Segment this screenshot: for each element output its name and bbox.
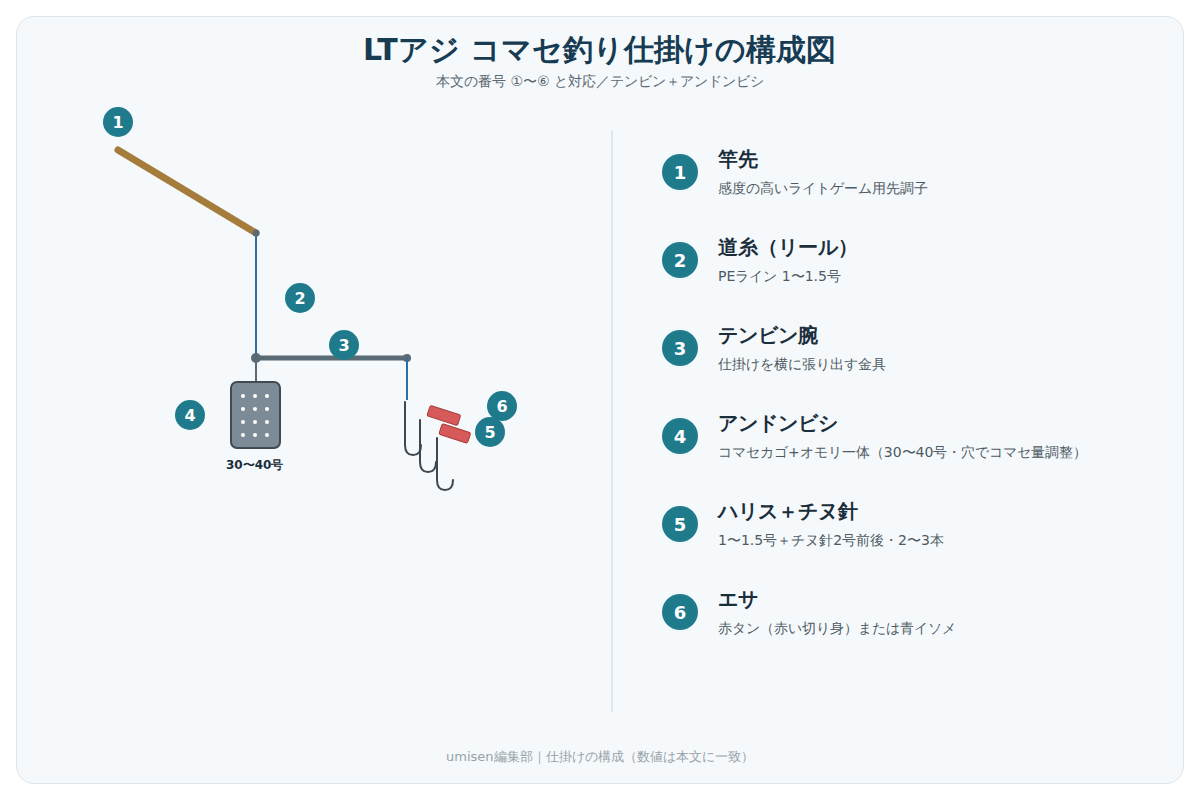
part-name: 竿先 (718, 146, 758, 173)
part-description: 仕掛けを横に張り出す金具 (718, 356, 886, 374)
callout-number: 5 (475, 417, 505, 447)
callout-number: 1 (103, 107, 133, 137)
part-description: 感度の高いライトゲーム用先調子 (718, 180, 928, 198)
bait (439, 424, 471, 444)
part-description: PEライン 1〜1.5号 (718, 268, 841, 286)
sinker-holes (241, 394, 269, 437)
callout-number: 3 (329, 330, 359, 360)
diagram-title: LTアジ コマセ釣り仕掛けの構成図 (363, 30, 836, 71)
diagram-subtitle: 本文の番号 ①〜⑥ と対応／テンビン＋アンドンビシ (436, 73, 764, 91)
part-name: アンドンビシ (718, 410, 838, 437)
callout-number: 1 (662, 154, 698, 190)
part-description: 1〜1.5号＋チヌ針2号前後・2〜3本 (718, 532, 944, 550)
part-description: 赤タン（赤い切り身）または青イソメ (718, 620, 956, 638)
part-name: 道糸（リール） (718, 234, 858, 261)
callout-number: 2 (662, 242, 698, 278)
dimension-label: 30〜40号 (226, 457, 283, 474)
tenbin-arm (256, 356, 407, 361)
rod-tip (118, 150, 256, 233)
bait (427, 405, 461, 425)
callout-number: 4 (175, 400, 205, 430)
part-name: エサ (718, 586, 758, 613)
andon-bishi (231, 382, 280, 448)
part-description: コマセカゴ+オモリ一体（30〜40号・穴でコマセ量調整） (718, 444, 1087, 462)
leader (406, 358, 408, 400)
callout-number: 3 (662, 330, 698, 366)
callout-number: 2 (285, 283, 315, 313)
main-line (255, 233, 257, 358)
part-name: ハリス＋チヌ針 (718, 498, 858, 525)
divider (611, 130, 613, 712)
callout-number: 6 (662, 594, 698, 630)
callout-number: 4 (662, 418, 698, 454)
joint (253, 230, 260, 237)
sinker-line (255, 358, 257, 382)
callout-number: 5 (662, 506, 698, 542)
footer-note: umisen編集部｜仕掛けの構成（数値は本文に一致） (446, 748, 754, 766)
part-name: テンビン腕 (718, 322, 818, 349)
